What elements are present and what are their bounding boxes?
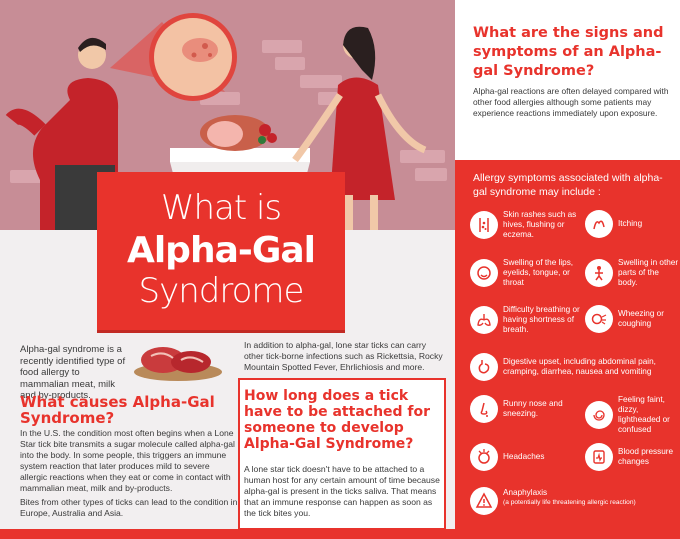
symptom-breathing: Difficulty breathing or having shortness…: [470, 305, 582, 335]
symptom-headaches: Headaches: [470, 443, 582, 471]
intro-text: Alpha-gal syndrome is a recently identif…: [20, 344, 126, 401]
symptom-label: Itching: [618, 219, 643, 228]
symptom-swelling-face: Swelling of the lips, eyelids, tongue, o…: [470, 258, 580, 288]
bites-text: Bites from other types of ticks can lead…: [20, 497, 238, 518]
symptom-label: Runny nose and sneezing.: [503, 399, 563, 418]
signs-heading: What are the signs and symptoms of an Al…: [473, 25, 664, 79]
symptom-runny-nose: Runny nose and sneezing.: [470, 395, 582, 423]
swollen-face-icon: [470, 259, 498, 287]
signs-text: Alpha-gal reactions are often delayed co…: [473, 86, 669, 118]
title-line-3: Syndrome: [138, 271, 305, 311]
title-line-1: What is: [160, 188, 282, 228]
anaphylaxis-note: (a potentially life threatening allergic…: [503, 499, 636, 506]
symptom-label: Skin rashes such as hives, flushing or e…: [503, 210, 577, 239]
main-title-box: What is Alpha-Gal Syndrome: [97, 172, 345, 330]
nose-icon: [470, 395, 498, 423]
stomach-icon: [470, 353, 498, 381]
causes-heading: What causes Alpha-Gal Syndrome?: [20, 393, 215, 427]
symptom-rash: Skin rashes such as hives, flushing or e…: [470, 210, 580, 240]
symptom-anaphylaxis: [470, 487, 500, 515]
symptom-label: Headaches: [503, 452, 545, 461]
raw-meat-illustration: [134, 347, 222, 381]
symptom-digestive: Digestive upset, including abdominal pai…: [470, 353, 675, 381]
symptom-wheezing: Wheezing or coughing: [585, 305, 680, 333]
bottom-accent-bar: [0, 529, 455, 539]
symptom-label: Digestive upset, including abdominal pai…: [503, 357, 656, 376]
dizzy-icon: [585, 401, 613, 429]
other-infections-text: In addition to alpha-gal, lone star tick…: [244, 340, 443, 372]
tick-heading: How long does a tick have to be attached…: [244, 388, 431, 452]
signs-panel: [455, 0, 680, 160]
headache-icon: [470, 443, 498, 471]
title-line-2: Alpha-Gal: [126, 230, 316, 271]
symptom-label: Blood pressure changes: [618, 447, 674, 466]
symptom-itching: Itching: [585, 210, 680, 238]
allergy-heading: Allergy symptoms associated with alpha-g…: [473, 172, 663, 198]
symptom-label: Swelling in other parts of the body.: [618, 258, 679, 287]
symptom-blood-pressure: Blood pressure changes: [585, 443, 680, 471]
people-illustration: [5, 13, 427, 230]
coughing-icon: [585, 305, 613, 333]
symptom-label: Feeling faint, dizzy, lightheaded or con…: [618, 395, 670, 434]
symptom-faint: Feeling faint, dizzy, lightheaded or con…: [585, 395, 680, 435]
blood-pressure-icon: [585, 443, 613, 471]
anaphylaxis-label: Anaphylaxis: [503, 488, 548, 497]
warning-icon: [470, 487, 498, 515]
tick-question-box: [238, 378, 446, 530]
symptom-swelling-body: Swelling in other parts of the body.: [585, 258, 680, 288]
symptom-label: Swelling of the lips, eyelids, tongue, o…: [503, 258, 574, 287]
tick-text: A lone star tick doesn't have to be atta…: [244, 464, 440, 518]
itching-icon: [585, 210, 613, 238]
skin-rash-icon: [470, 211, 498, 239]
swollen-body-icon: [585, 259, 613, 287]
causes-text: In the U.S. the condition most often beg…: [20, 428, 235, 493]
illustration-scene: [0, 0, 455, 230]
lungs-icon: [470, 306, 498, 334]
symptom-label: Wheezing or coughing: [618, 309, 664, 328]
symptom-label: Difficulty breathing or having shortness…: [503, 305, 580, 334]
